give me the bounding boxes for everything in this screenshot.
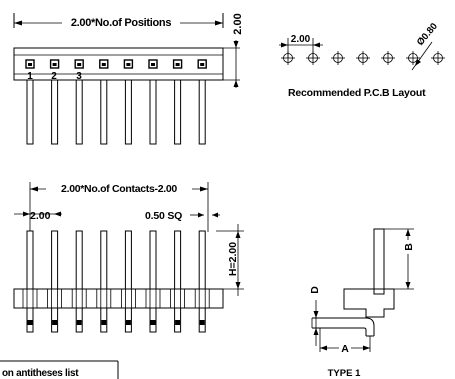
top-pin-lead (124, 79, 132, 145)
pcb-hole-diameter-label: Ø0.80 (415, 21, 440, 48)
side-pin-upper (26, 230, 34, 290)
side-pin-mark (101, 320, 107, 325)
top-pin-lead (174, 79, 182, 145)
header-side-view: 2.00*No.of Contacts-2.00 2.00 0.50 SQ H=… (13, 182, 244, 333)
top-pin-lead (100, 79, 108, 145)
pin-size-label: 0.50 SQ (145, 210, 182, 222)
dimension-d-label: D (309, 286, 321, 294)
side-pin-mark (199, 320, 205, 325)
top-pin-pad-hole (28, 63, 32, 66)
pcb-pitch-label: 2.00 (291, 34, 311, 45)
top-pin-pad-hole (151, 63, 155, 66)
positions-dimension-label: 2.00*No.of Positions (71, 17, 172, 29)
pin-number-1: 1 (27, 71, 33, 82)
side-pin-mark (27, 320, 33, 325)
top-pin-pad-hole (52, 63, 57, 66)
side-pin-mark (52, 320, 58, 325)
top-pin-lead (149, 79, 157, 145)
side-pitch-label: 2.00 (30, 210, 51, 222)
side-pin-mark (76, 320, 82, 325)
side-pin-upper (51, 230, 59, 290)
top-pin-pad-hole (175, 63, 180, 66)
top-pin-lead (75, 79, 83, 145)
side-pin-upper (75, 230, 83, 290)
top-pin-pad-hole (77, 63, 82, 66)
top-pin-pad-hole (126, 63, 131, 66)
side-pin-upper (149, 230, 157, 290)
right-angle-view: B D A TYPE 1 (309, 228, 415, 379)
pin-number-2: 2 (51, 71, 57, 82)
height-dimension-label: H=2.00 (227, 242, 239, 276)
side-pin-upper (174, 230, 182, 290)
top-pin-pad-hole (200, 63, 205, 66)
side-pin-upper (100, 230, 108, 290)
housing-height-label: 2.00 (232, 13, 244, 34)
pcb-layout: 2.00 Ø0.80 Recommended P.C.B Layout (279, 21, 445, 99)
dimension-b-label: B (403, 243, 415, 251)
side-pin-upper (198, 230, 206, 290)
table-stub-text: on antitheses list (2, 368, 79, 379)
table-stub: on antitheses list (0, 360, 119, 379)
side-pin-mark (125, 320, 131, 325)
contacts-dimension-label: 2.00*No.of Contacts-2.00 (61, 183, 177, 195)
top-pin-pad-hole (101, 63, 106, 66)
top-pin-lead (51, 79, 59, 145)
pcb-layout-caption: Recommended P.C.B Layout (288, 87, 426, 99)
top-pin-lead (198, 79, 206, 145)
side-pin-mark (150, 320, 156, 325)
side-pin-upper (124, 230, 132, 290)
pin-number-3: 3 (76, 71, 82, 82)
header-top-view: 2.00*No.of Positions 2.00 1 2 3 (13, 13, 244, 145)
dimension-a-label: A (341, 343, 349, 355)
side-pin-mark (175, 320, 181, 325)
top-pin-lead (26, 79, 34, 145)
type-caption: TYPE 1 (328, 368, 361, 379)
